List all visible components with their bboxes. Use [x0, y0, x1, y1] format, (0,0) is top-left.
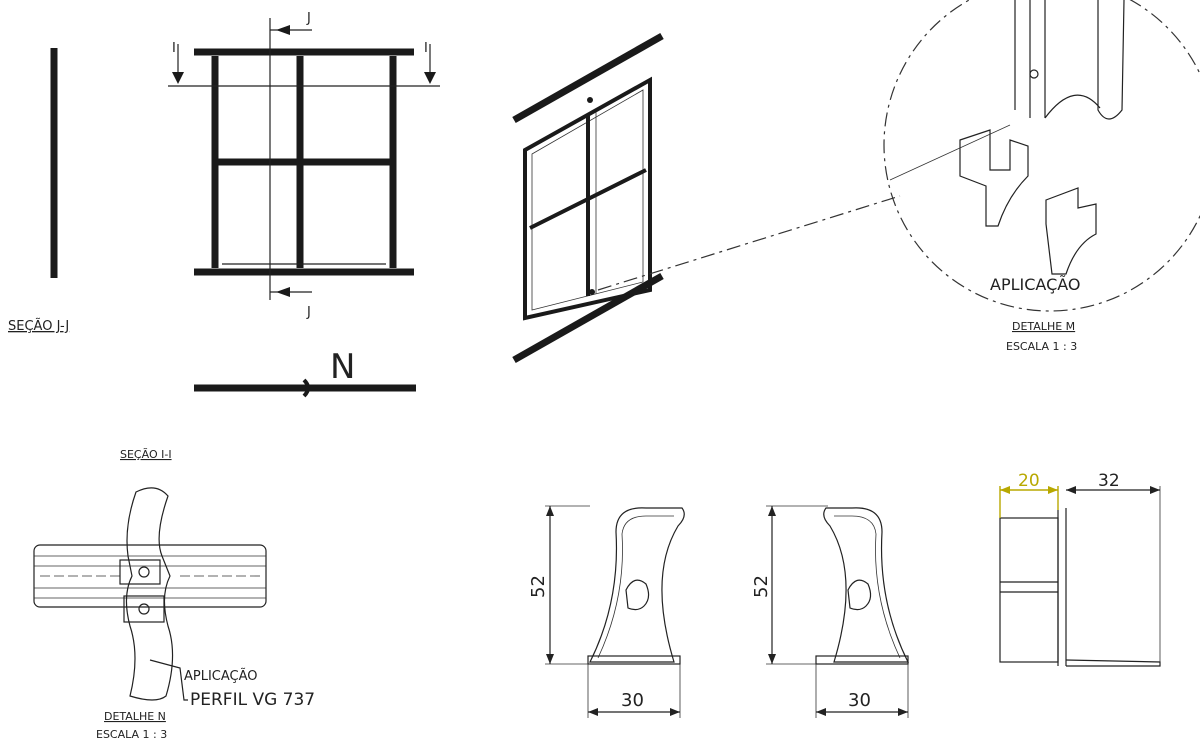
side-dim-a: 20: [1018, 471, 1040, 491]
cut-j-top-label: J: [306, 11, 311, 26]
cut-j-bottom-label: J: [306, 305, 311, 320]
side-dim-b: 32: [1098, 471, 1120, 491]
cut-i-right-label: I: [424, 41, 428, 56]
part-1-height-dim: 52: [528, 575, 549, 598]
cut-i-left-label: I: [172, 41, 176, 56]
detail-n-application-label: APLICAÇÃO: [184, 668, 258, 684]
part-1-view: 52 30: [528, 505, 685, 718]
front-view-frame: I I J J: [168, 11, 440, 320]
part-2-height-dim: 52: [751, 575, 772, 598]
side-view: 20 32: [999, 471, 1161, 667]
north-bar: N: [194, 347, 416, 398]
part-1-width-dim: 30: [621, 690, 644, 711]
detail-n-scale: ESCALA 1 : 3: [96, 728, 167, 741]
detail-m-application-label: APLICAÇÃO: [990, 275, 1081, 294]
detail-m-scale: ESCALA 1 : 3: [1006, 340, 1077, 353]
detail-m-title: DETALHE M: [1012, 320, 1075, 333]
section-jj-label: SEÇÃO J-J: [8, 318, 69, 334]
section-jj-view: SEÇÃO J-J: [8, 48, 69, 334]
part-2-view: 52 30: [751, 505, 909, 718]
detail-m: APLICAÇÃO DETALHE M ESCALA 1 : 3: [597, 0, 1200, 353]
detail-n-title: DETALHE N: [104, 710, 166, 723]
north-label: N: [330, 347, 355, 387]
isometric-view: [512, 32, 664, 364]
part-2-width-dim: 30: [848, 690, 871, 711]
detail-n: SEÇÃO I-I APLICAÇÃO PERFIL VG 737 DETALH…: [33, 448, 315, 741]
section-ii-label: SEÇÃO I-I: [120, 448, 172, 461]
detail-n-profile-label: PERFIL VG 737: [190, 690, 315, 710]
